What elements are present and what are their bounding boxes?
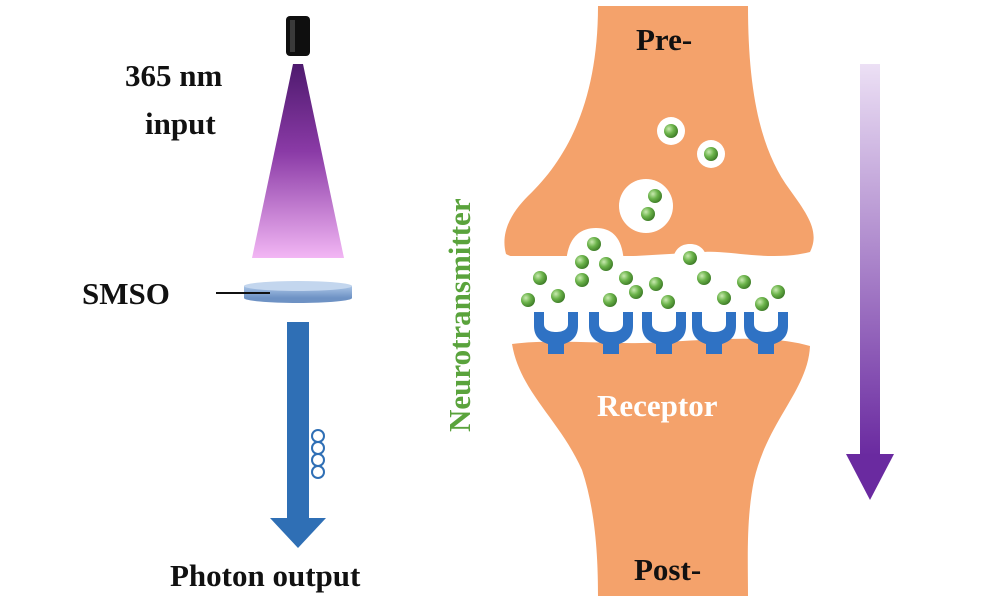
neurotransmitter-molecule xyxy=(664,124,678,138)
receptor-row xyxy=(534,312,788,354)
photon-output-label: Photon output xyxy=(170,558,361,593)
neurotransmitter-molecule xyxy=(619,271,633,285)
receptor-icon xyxy=(534,312,578,354)
uv-beam xyxy=(252,64,344,258)
neurotransmitter-molecule xyxy=(648,189,662,203)
neurotransmitter-molecule xyxy=(533,271,547,285)
neurotransmitter-molecule xyxy=(575,273,589,287)
wavelength-label: 365 nm xyxy=(125,58,222,93)
neurotransmitter-molecule xyxy=(649,277,663,291)
neurotransmitter-molecule xyxy=(704,147,718,161)
neurotransmitter-molecule xyxy=(771,285,785,299)
neurotransmitter-molecule xyxy=(717,291,731,305)
input-label: input xyxy=(145,106,216,141)
receptor-icon xyxy=(692,312,736,354)
postsynaptic-neuron xyxy=(512,338,810,596)
neurotransmitter-label: Neurotransmitter xyxy=(442,198,477,432)
receptor-label: Receptor xyxy=(597,388,718,423)
neurotransmitter-molecule xyxy=(629,285,643,299)
receptor-icon xyxy=(589,312,633,354)
neurotransmitter-molecule xyxy=(599,257,613,271)
post-label: Post- xyxy=(634,552,701,587)
neurotransmitter-molecule xyxy=(641,207,655,221)
lamp-icon xyxy=(286,16,310,56)
photon-wave-icon xyxy=(311,429,325,479)
neurotransmitter-molecule xyxy=(683,251,697,265)
signal-direction-arrow xyxy=(846,64,894,500)
pre-label: Pre- xyxy=(636,22,692,57)
neurotransmitter-molecule xyxy=(587,237,601,251)
neurotransmitter-molecule xyxy=(575,255,589,269)
synaptic-vesicle xyxy=(619,179,673,233)
neurotransmitter-molecule xyxy=(697,271,711,285)
light-source xyxy=(286,16,310,56)
neurotransmitter-molecule xyxy=(661,295,675,309)
neurotransmitter-molecule xyxy=(551,289,565,303)
neurotransmitter-particles xyxy=(521,124,785,311)
neurotransmitter-molecule xyxy=(755,297,769,311)
neurotransmitter-molecule xyxy=(603,293,617,307)
smso-label: SMSO xyxy=(82,276,170,311)
smso-sample-disk xyxy=(244,281,352,303)
photon-output-arrow xyxy=(270,322,326,548)
receptor-icon xyxy=(642,312,686,354)
receptor-icon xyxy=(744,312,788,354)
neurotransmitter-molecule xyxy=(521,293,535,307)
neurotransmitter-molecule xyxy=(737,275,751,289)
